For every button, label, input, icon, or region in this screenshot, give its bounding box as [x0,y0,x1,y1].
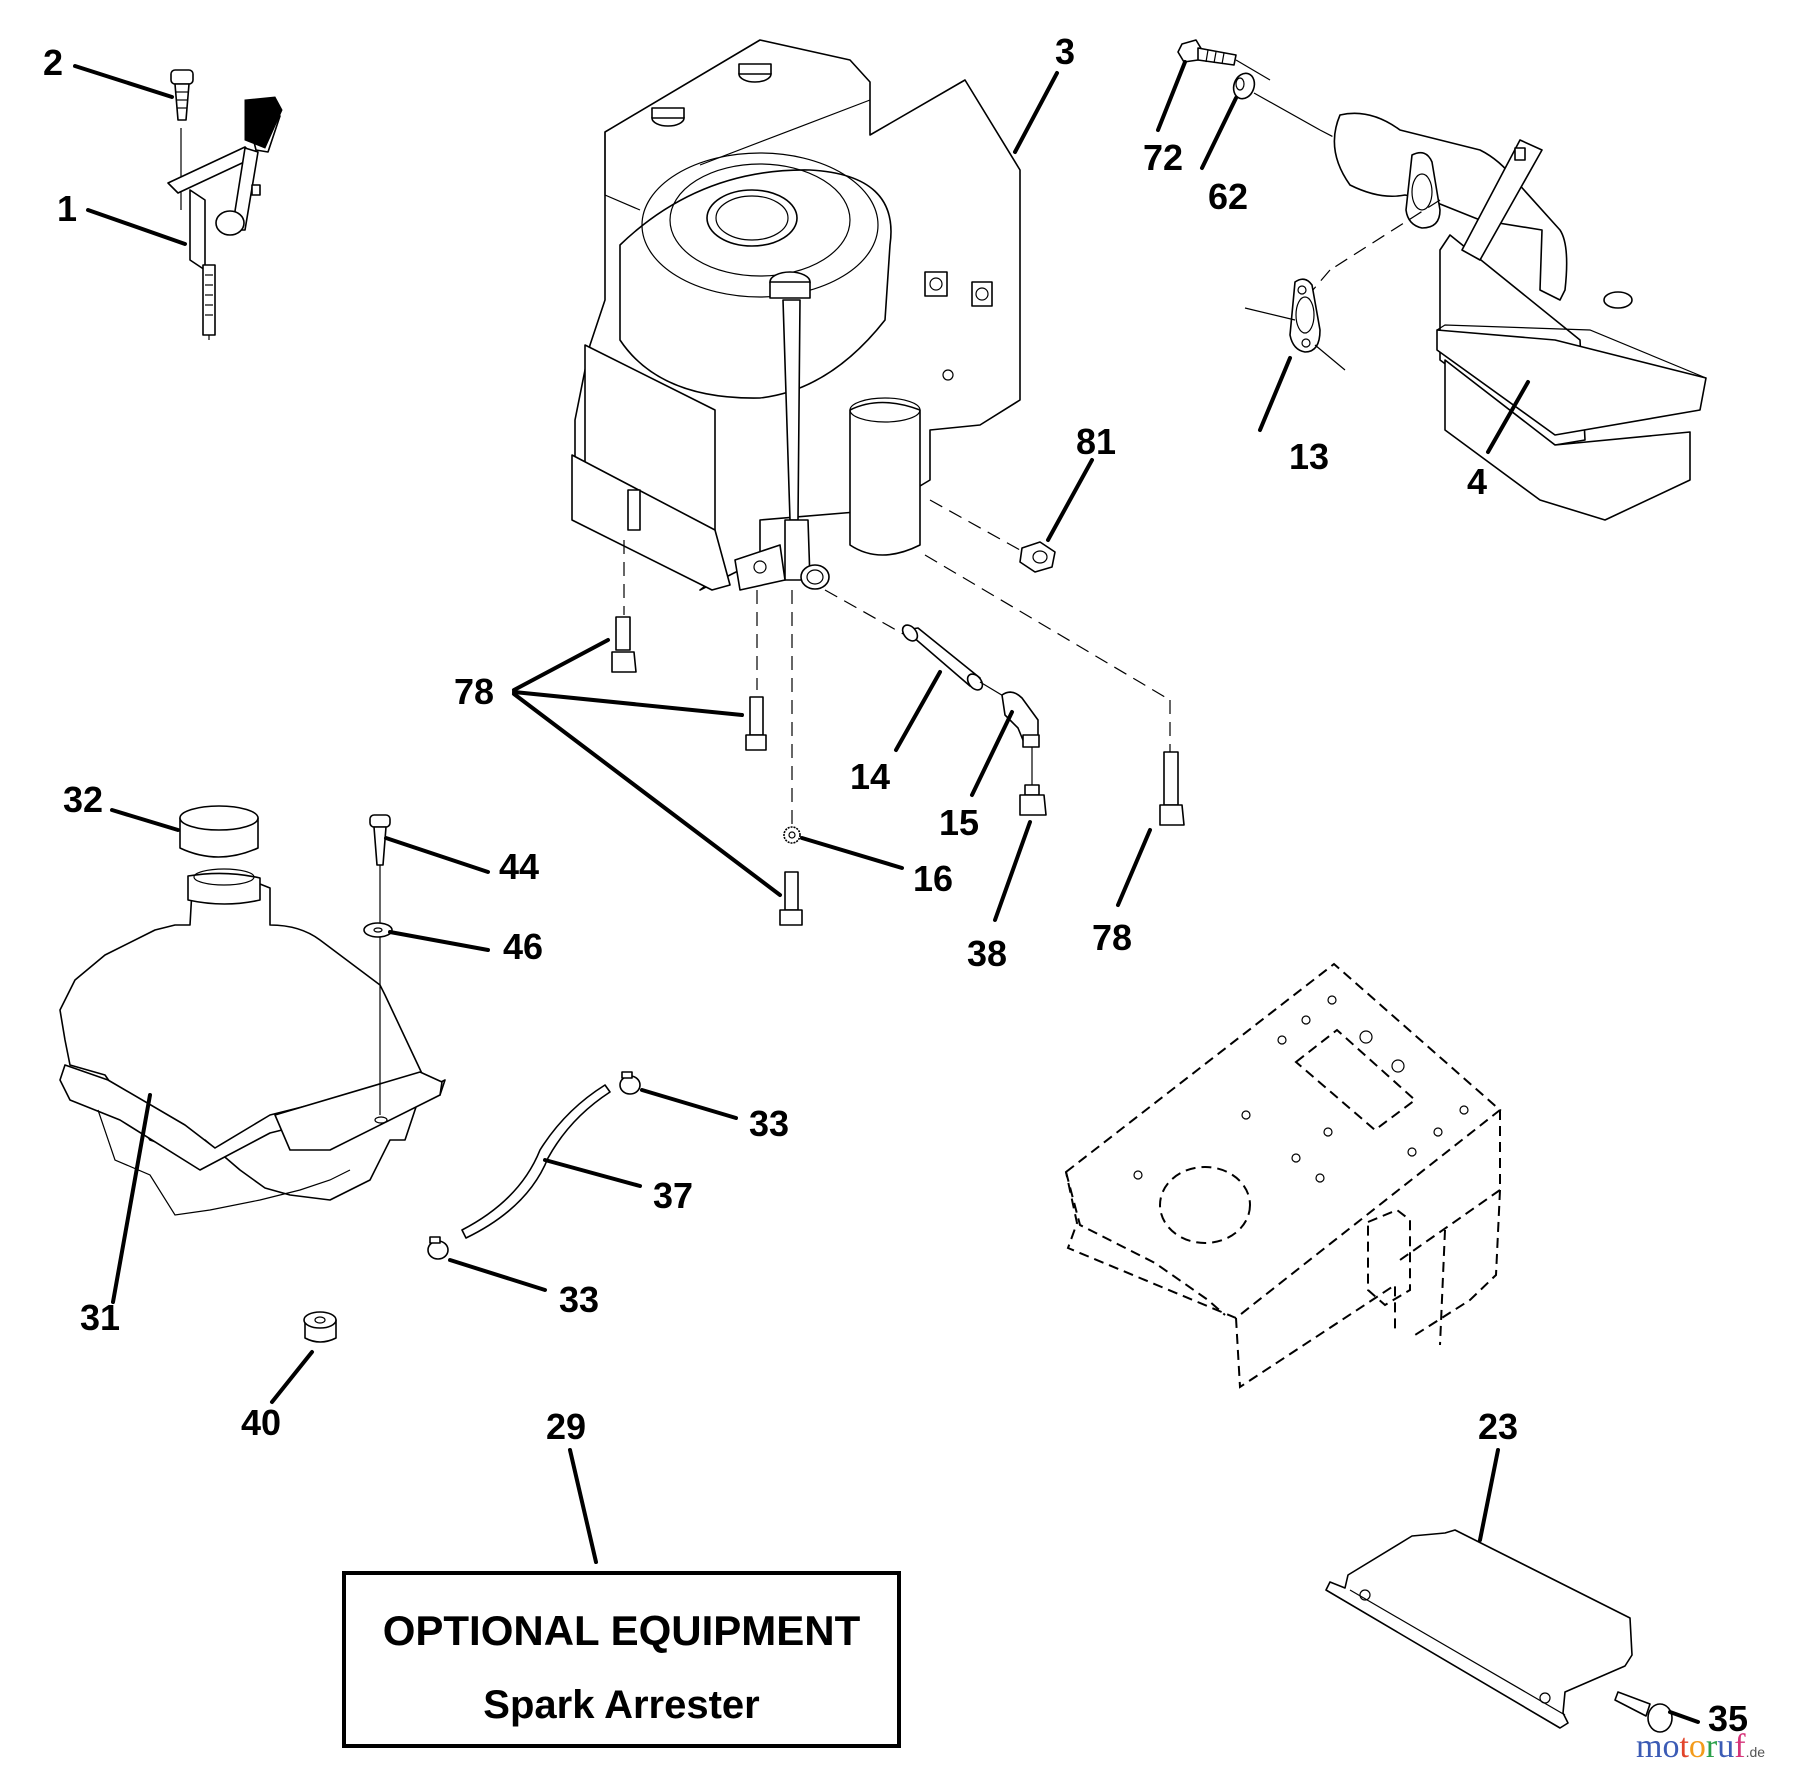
watermark-suffix: .de [1745,1744,1766,1760]
washer-46-part [363,922,393,938]
leader-33b [448,1258,547,1292]
fuel-cap-part [179,805,259,858]
chassis-frame-part [1064,962,1502,1389]
callout-label: 37 [652,1175,694,1216]
watermark-logo: motoruf.de [1636,1730,1765,1764]
note-subtitle: Spark Arrester [483,1683,760,1727]
leader-46 [388,930,490,952]
throttle-control-part [167,96,283,340]
leader-2 [73,64,174,99]
leader-32 [110,808,180,832]
callout-label: 72 [1142,137,1184,178]
leader-29 [568,1448,598,1564]
leader-38 [993,820,1032,922]
callout-label: 78 [453,671,495,712]
screw-44-part [369,814,391,866]
bolt-72-part [1177,39,1237,66]
star-washer-part [783,826,801,844]
bolt-78d-part [1159,751,1185,826]
callout-label: 16 [912,858,954,899]
bolt-78b-part [745,696,767,751]
fuel-tank-part [59,868,446,1216]
leader-4 [1486,380,1530,454]
watermark-letter: o [1662,1728,1680,1765]
callout-label: 29 [545,1406,587,1447]
gasket-13-part [1289,278,1321,353]
callout-label: 3 [1054,31,1076,72]
bushing-part [303,1311,337,1343]
callout-label: 38 [966,933,1008,974]
bolt-78c-part [779,871,803,926]
leader-78-d [1116,828,1152,907]
callout-label: 33 [558,1279,600,1320]
bolt-78a-part [611,616,637,673]
callout-label: 13 [1288,436,1330,477]
watermark-letter: t [1679,1728,1689,1765]
watermark-letter: m [1636,1728,1663,1765]
callout-label: 40 [240,1402,282,1443]
leader-78-c [512,692,782,897]
clamp-33a-part [619,1071,641,1095]
leader-81 [1046,458,1094,542]
callout-label: 78 [1091,917,1133,958]
callout-label: 15 [938,802,980,843]
note-title: OPTIONAL EQUIPMENT [382,1607,861,1654]
callout-label: 44 [498,846,540,887]
callout-label: 1 [56,188,78,229]
leader-72 [1156,60,1187,132]
leader-35 [1668,1710,1700,1724]
watermark-letter: f [1734,1728,1746,1765]
leader-62 [1200,96,1238,170]
leader-78-b [512,690,744,717]
watermark-letter: o [1688,1728,1706,1765]
clamp-33b-part [427,1236,449,1260]
leader-15 [970,710,1014,797]
optional-equipment-note: OPTIONAL EQUIPMENT Spark Arrester [342,1571,901,1748]
muffler-part [1333,112,1707,521]
elbow-part [1001,691,1040,748]
callout-label: 4 [1466,461,1488,502]
gasket-upper-part [1405,151,1441,229]
callout-label: 14 [849,756,891,797]
screw-35-part [1614,1691,1673,1733]
callout-label: 62 [1207,176,1249,217]
leader-3 [1013,71,1059,154]
leader-44 [384,836,490,874]
callout-label: 32 [62,779,104,820]
drain-plug-part [1019,784,1047,816]
leader-23 [1478,1448,1500,1542]
heat-shield-part [1325,1529,1633,1729]
washer-62-part [1232,72,1256,100]
callout-label: 35 [1707,1698,1749,1739]
fuel-line-part [461,1084,611,1239]
watermark-letter: u [1717,1728,1735,1765]
pipe-nipple-part [901,624,984,691]
leader-14 [894,670,942,752]
callout-label: 46 [502,926,544,967]
leader-37 [543,1158,642,1188]
dash-81 [929,499,1021,551]
callout-label: 81 [1075,421,1117,462]
callout-label: 33 [748,1103,790,1144]
leader-13 [1258,356,1292,432]
dash-exhaust-axis [1235,59,1271,81]
leader-78-a [512,638,610,692]
callout-label: 31 [79,1297,121,1338]
leader-31 [111,1093,152,1304]
leader-1 [86,208,187,246]
nut-81-part [1019,541,1056,573]
watermark-letter: r [1705,1728,1718,1765]
callout-label: 2 [42,42,64,83]
engine-part [571,39,1021,591]
leader-40 [270,1350,314,1404]
callout-label: 23 [1477,1406,1519,1447]
leader-16 [800,836,904,870]
leader-33a [640,1088,738,1120]
screw-2-part [170,69,194,121]
